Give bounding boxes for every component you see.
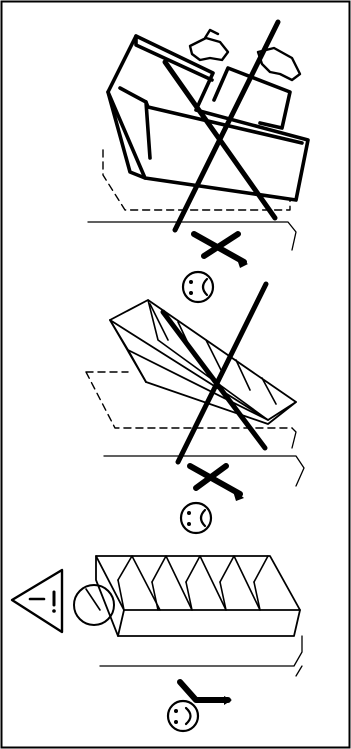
panel-1-illustration xyxy=(88,22,308,302)
cross-mark-icon xyxy=(190,466,240,494)
detail-magnifier-icon xyxy=(74,585,114,625)
hand-left-icon xyxy=(190,30,228,60)
check-mark-icon xyxy=(180,682,228,700)
sad-face-icon xyxy=(183,272,213,302)
big-cross-mark xyxy=(163,284,266,462)
cross-mark-icon xyxy=(194,234,244,262)
panel-3-illustration xyxy=(12,556,302,731)
wall-edge xyxy=(100,636,302,666)
sad-face-icon xyxy=(181,503,211,533)
happy-face-icon xyxy=(168,701,198,731)
panel-2-illustration xyxy=(86,284,304,533)
warning-triangle-icon xyxy=(12,570,62,632)
